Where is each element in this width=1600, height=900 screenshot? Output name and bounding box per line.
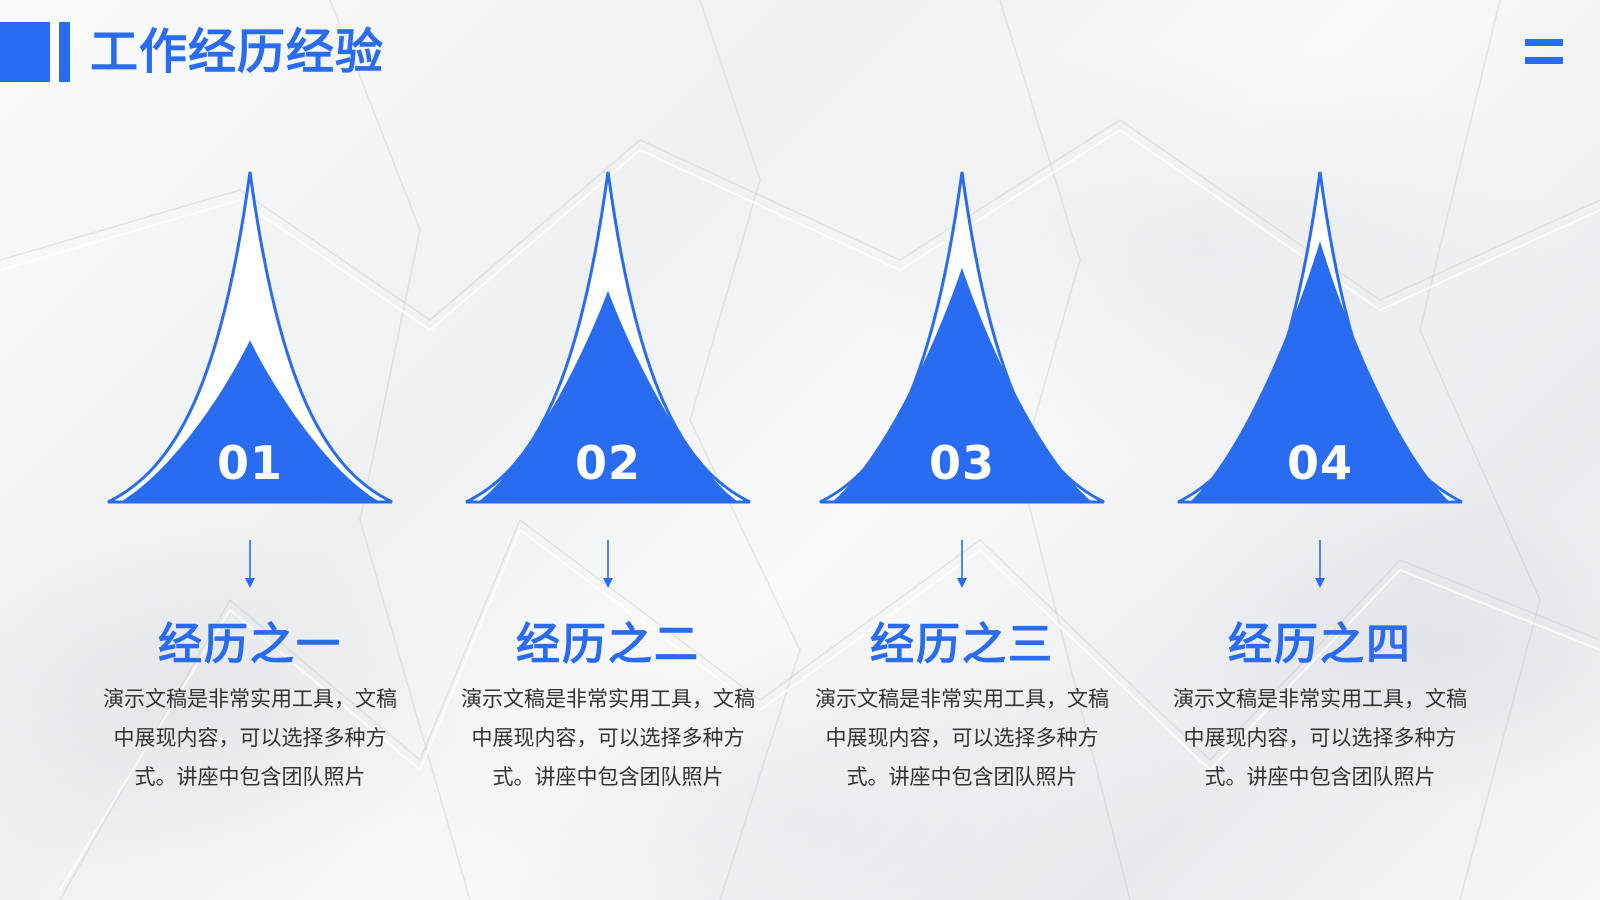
menu-icon-line — [1525, 39, 1563, 46]
peak-fill — [832, 267, 1092, 502]
card-description: 演示文稿是非常实用工具，文稿中展现内容，可以选择多种方式。讲座中包含团队照片 — [461, 687, 755, 789]
card-title: 经历之二 — [516, 619, 700, 670]
peak-fill — [120, 340, 380, 502]
card-description: 演示文稿是非常实用工具，文稿中展现内容，可以选择多种方式。讲座中包含团队照片 — [103, 687, 397, 789]
card-description: 演示文稿是非常实用工具，文稿中展现内容，可以选择多种方式。讲座中包含团队照片 — [815, 687, 1109, 789]
peak-graphic — [1170, 168, 1470, 518]
card-title: 经历之三 — [870, 619, 1054, 670]
experience-card-2: 02 经历之二 演示文稿是非常实用工具，文稿中展现内容，可以选择多种方式。讲座中… — [448, 168, 768, 808]
card-title: 经历之四 — [1228, 619, 1412, 670]
experience-card-4: 04 经历之四 演示文稿是非常实用工具，文稿中展现内容，可以选择多种方式。讲座中… — [1160, 168, 1480, 808]
arrow-down-icon — [957, 540, 967, 588]
card-description: 演示文稿是非常实用工具，文稿中展现内容，可以选择多种方式。讲座中包含团队照片 — [1173, 687, 1467, 789]
peak-graphic — [100, 168, 400, 518]
peak-number: 02 — [574, 436, 641, 490]
menu-icon[interactable] — [1525, 39, 1563, 64]
peak-number: 01 — [216, 436, 283, 490]
peak-number: 03 — [928, 436, 995, 490]
header-accent-bar — [59, 22, 70, 82]
peak-graphic — [812, 168, 1112, 518]
experience-card-3: 03 经历之三 演示文稿是非常实用工具，文稿中展现内容，可以选择多种方式。讲座中… — [802, 168, 1122, 808]
header-accent-block — [0, 22, 50, 82]
peak-fill — [478, 290, 738, 502]
arrow-down-icon — [245, 540, 255, 588]
peak-graphic — [458, 168, 758, 518]
peak-fill — [1190, 241, 1450, 503]
menu-icon-line — [1525, 57, 1563, 64]
arrow-down-icon — [603, 540, 613, 588]
page-title: 工作经历经验 — [90, 24, 385, 80]
peak-outline — [107, 171, 393, 504]
experience-card-1: 01 经历之一 演示文稿是非常实用工具，文稿中展现内容，可以选择多种方式。讲座中… — [90, 168, 410, 808]
peak-number: 04 — [1286, 436, 1353, 490]
card-title: 经历之一 — [158, 619, 342, 670]
arrow-down-icon — [1315, 540, 1325, 588]
